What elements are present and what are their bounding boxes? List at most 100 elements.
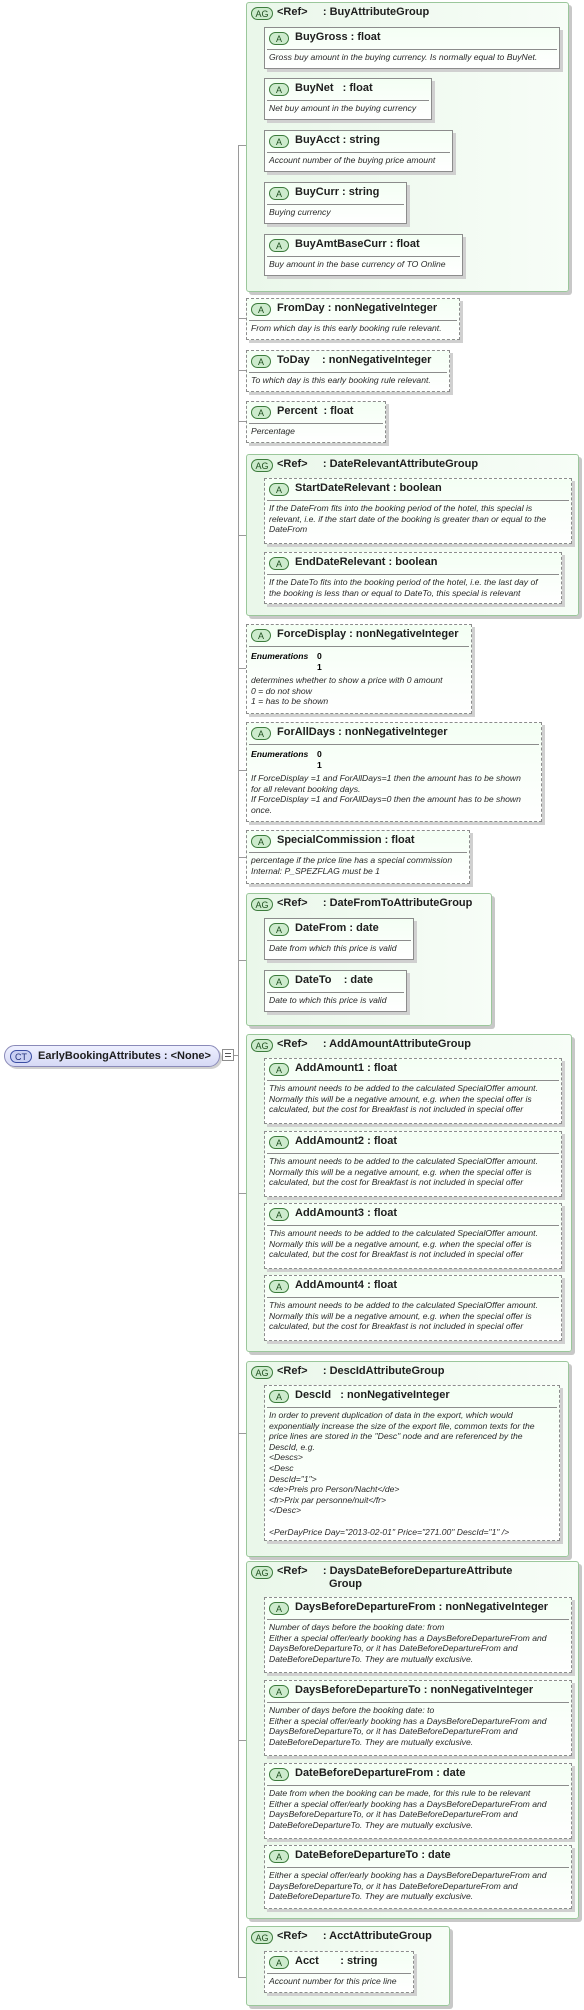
attr-dateto[interactable]: A DateTo : date Date to which this price… xyxy=(264,970,407,1012)
a-badge: A xyxy=(269,923,289,936)
stub-percent xyxy=(238,421,246,422)
attr-title: ForceDisplay : nonNegativeInteger xyxy=(277,628,459,640)
a-badge: A xyxy=(269,557,289,570)
attr-title: DateTo : date xyxy=(295,974,374,986)
attr-title: BuyCurr : string xyxy=(295,186,380,198)
attr-title: DateBeforeDepartureFrom : date xyxy=(295,1767,466,1779)
a-badge: A xyxy=(269,1063,289,1076)
enumerations-label: Enumerations xyxy=(251,651,309,661)
attr-title: AddAmount1 : float xyxy=(295,1062,398,1074)
separator xyxy=(267,1225,559,1226)
attr-title: DescId : nonNegativeInteger xyxy=(295,1389,450,1401)
attr-specialcommission[interactable]: A SpecialCommission : float percentage i… xyxy=(246,830,470,884)
separator xyxy=(267,1153,559,1154)
enumerations-label: Enumerations xyxy=(251,749,309,759)
attr-title: AddAmount4 : float xyxy=(295,1279,398,1291)
enumeration-values: 0 1 xyxy=(317,749,322,770)
separator xyxy=(267,992,404,993)
attr-desc: This amount needs to be added to the cal… xyxy=(269,1300,538,1332)
attr-desc: Number of days before the booking date: … xyxy=(269,1622,547,1664)
complex-type-node[interactable]: CT EarlyBookingAttributes : <None> xyxy=(4,1045,220,1067)
stub-foralldays xyxy=(238,770,246,771)
separator xyxy=(267,1080,559,1081)
attr-today[interactable]: A ToDay : nonNegativeInteger To which da… xyxy=(246,350,450,392)
group-title: <Ref> : AcctAttributeGroup xyxy=(277,1930,432,1942)
separator xyxy=(267,1785,569,1786)
separator xyxy=(249,423,383,424)
attr-desc: determines whether to show a price with … xyxy=(251,675,443,707)
attr-title: AddAmount2 : float xyxy=(295,1135,398,1147)
attr-percent[interactable]: A Percent : float Percentage xyxy=(246,401,386,443)
attr-desc: If the DateFrom fits into the booking pe… xyxy=(269,503,547,535)
attr-startdaterelevant[interactable]: A StartDateRelevant : boolean If the Dat… xyxy=(264,478,572,544)
a-badge: A xyxy=(269,83,289,96)
a-badge: A xyxy=(269,239,289,252)
attr-title: EndDateRelevant : boolean xyxy=(295,556,438,568)
a-badge: A xyxy=(251,727,271,740)
attr-buynet[interactable]: A BuyNet : float Net buy amount in the b… xyxy=(264,78,432,120)
a-badge: A xyxy=(269,1602,289,1615)
a-badge: A xyxy=(251,835,271,848)
separator xyxy=(249,852,467,853)
attr-title: FromDay : nonNegativeInteger xyxy=(277,302,438,314)
attr-desc: Buy amount in the base currency of TO On… xyxy=(269,259,446,269)
stub-specialcommission xyxy=(238,857,246,858)
attr-enddaterelevant[interactable]: A EndDateRelevant : boolean If the DateT… xyxy=(264,552,562,604)
attr-title: BuyAcct : string xyxy=(295,134,380,146)
separator xyxy=(267,100,429,101)
attr-desc: To which day is this early booking rule … xyxy=(251,375,431,385)
group-title: <Ref> : DateFromToAttributeGroup xyxy=(277,897,473,909)
attr-daysbeforedeparturefrom[interactable]: A DaysBeforeDepartureFrom : nonNegativeI… xyxy=(264,1597,572,1673)
attr-title: AddAmount3 : float xyxy=(295,1207,398,1219)
separator xyxy=(267,256,460,257)
attr-buyamtbasecurr[interactable]: A BuyAmtBaseCurr : float Buy amount in t… xyxy=(264,234,463,276)
attr-descid[interactable]: A DescId : nonNegativeInteger In order t… xyxy=(264,1385,560,1541)
ag-badge: AG xyxy=(251,1931,273,1944)
attr-forcedisplay[interactable]: A ForceDisplay : nonNegativeInteger Enum… xyxy=(246,624,472,714)
ag-badge: AG xyxy=(251,459,273,472)
attr-title: BuyAmtBaseCurr : float xyxy=(295,238,420,250)
separator xyxy=(267,1297,559,1298)
attr-buygross[interactable]: A BuyGross : float Gross buy amount in t… xyxy=(264,27,560,69)
a-badge: A xyxy=(269,1390,289,1403)
attr-title: ForAllDays : nonNegativeInteger xyxy=(277,726,448,738)
a-badge: A xyxy=(269,187,289,200)
attr-desc: Percentage xyxy=(251,426,295,436)
sequence-icon[interactable] xyxy=(222,1049,234,1061)
main-connector-h xyxy=(234,1055,238,1056)
separator xyxy=(267,204,404,205)
attr-acct[interactable]: A Acct : string Account number for this … xyxy=(264,1951,414,1993)
attr-foralldays[interactable]: A ForAllDays : nonNegativeInteger Enumer… xyxy=(246,722,542,822)
attr-addamount4[interactable]: A AddAmount4 : float This amount needs t… xyxy=(264,1275,562,1341)
attr-datebeforedepartureto[interactable]: A DateBeforeDepartureTo : date Either a … xyxy=(264,1845,572,1909)
separator xyxy=(267,49,557,50)
attr-desc: This amount needs to be added to the cal… xyxy=(269,1228,538,1260)
attr-fromday[interactable]: A FromDay : nonNegativeInteger From whic… xyxy=(246,298,460,340)
stub-datefromto xyxy=(238,960,246,961)
attr-title: BuyGross : float xyxy=(295,31,381,43)
attr-desc: This amount needs to be added to the cal… xyxy=(269,1156,538,1188)
attr-addamount2[interactable]: A AddAmount2 : float This amount needs t… xyxy=(264,1131,562,1197)
a-badge: A xyxy=(251,355,271,368)
attr-datefrom[interactable]: A DateFrom : date Date from which this p… xyxy=(264,918,414,960)
stub-addamount xyxy=(238,1193,246,1194)
attr-buyacct[interactable]: A BuyAcct : string Account number of the… xyxy=(264,130,453,172)
stub-fromday xyxy=(238,318,246,319)
a-badge: A xyxy=(251,406,271,419)
separator xyxy=(267,1407,557,1408)
attr-datebeforedeparturefrom[interactable]: A DateBeforeDepartureFrom : date Date fr… xyxy=(264,1763,572,1839)
a-badge: A xyxy=(269,1768,289,1781)
a-badge: A xyxy=(269,1280,289,1293)
separator xyxy=(267,1867,569,1868)
stub-buy xyxy=(238,145,246,146)
attr-desc: If the DateTo fits into the booking peri… xyxy=(269,577,538,598)
attr-buycurr[interactable]: A BuyCurr : string Buying currency xyxy=(264,182,407,224)
separator xyxy=(267,500,569,501)
attr-title: ToDay : nonNegativeInteger xyxy=(277,354,432,366)
group-title: <Ref> : DateRelevantAttributeGroup xyxy=(277,458,479,470)
separator xyxy=(267,940,411,941)
attr-addamount3[interactable]: A AddAmount3 : float This amount needs t… xyxy=(264,1203,562,1269)
a-badge: A xyxy=(269,1685,289,1698)
attr-addamount1[interactable]: A AddAmount1 : float This amount needs t… xyxy=(264,1058,562,1124)
attr-daysbeforedepartureto[interactable]: A DaysBeforeDepartureTo : nonNegativeInt… xyxy=(264,1680,572,1756)
